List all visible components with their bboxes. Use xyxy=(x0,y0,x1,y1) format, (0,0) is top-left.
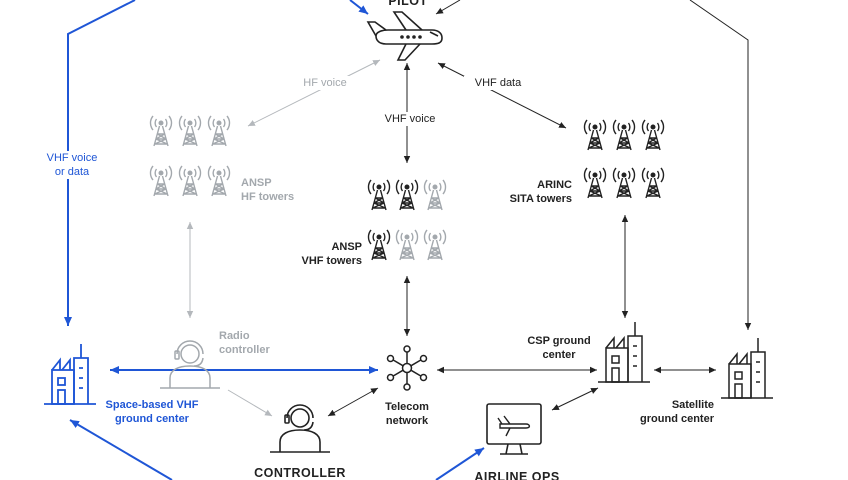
radio-tower-icon xyxy=(612,119,636,151)
radio-tower-icon xyxy=(178,165,202,197)
arinc-sita-towers-label: ARINC SITA towers xyxy=(509,179,572,205)
connector-pilot-hf xyxy=(247,59,381,127)
radio-tower-icon xyxy=(641,119,665,151)
connector-pilot-arinc xyxy=(437,62,567,129)
radio-tower-icon xyxy=(395,179,419,211)
building-icon xyxy=(43,343,97,405)
radio-tower-icon xyxy=(367,229,391,261)
radio-tower-icon xyxy=(207,115,231,147)
monitor-airplane-icon xyxy=(486,403,542,455)
telecom-network-label: Telecom network xyxy=(385,401,429,427)
connector-csp-airline xyxy=(551,387,599,411)
radio-tower-icon xyxy=(583,119,607,151)
pilot-label: PILOT xyxy=(388,0,428,8)
building-icon xyxy=(720,337,774,399)
radio-tower-icon xyxy=(583,167,607,199)
radio-tower-icon xyxy=(423,229,447,261)
space-vhf-ground-center-label: Space-based VHF ground center xyxy=(105,399,199,425)
radio-controller-label: Radio controller xyxy=(219,330,270,356)
hf-voice-label: HF voice xyxy=(292,76,358,90)
airline-ops-label: AIRLINE OPS xyxy=(474,470,560,480)
vhf-voice-or-data-label: VHF voice or data xyxy=(38,151,106,179)
person-headset-icon xyxy=(269,404,331,453)
csp-ground-center-label: CSP ground center xyxy=(527,335,591,361)
vhf-data-label: VHF data xyxy=(464,76,532,90)
radio-tower-icon xyxy=(641,167,665,199)
connector-top-right-to-pilot xyxy=(435,0,461,15)
radio-tower-icon xyxy=(207,165,231,197)
radio-tower-icon xyxy=(149,115,173,147)
hf-towers-group xyxy=(149,115,231,197)
arinc-towers-group xyxy=(583,119,665,199)
vhf-voice-label: VHF voice xyxy=(372,112,448,126)
satellite-ground-center-label: Satellite ground center xyxy=(640,399,714,425)
network-hub-icon xyxy=(386,345,428,391)
radio-tower-icon xyxy=(612,167,636,199)
controller-label: CONTROLLER xyxy=(254,466,346,480)
connector-blue-bottom-right xyxy=(435,447,485,480)
radio-tower-icon xyxy=(395,229,419,261)
radio-tower-icon xyxy=(367,179,391,211)
airplane-icon xyxy=(367,11,443,61)
radio-tower-icon xyxy=(423,179,447,211)
ansp-hf-towers-label: ANSP HF towers xyxy=(241,177,295,203)
radio-tower-icon xyxy=(178,115,202,147)
person-headset-icon xyxy=(159,340,221,389)
connector-blue-top-to-pilot xyxy=(64,0,136,326)
ansp-vhf-towers-label: ANSP VHF towers xyxy=(301,241,362,267)
connector-telecom-controller xyxy=(327,387,379,417)
radio-tower-icon xyxy=(149,165,173,197)
connector-blue-bottom-left xyxy=(69,419,173,480)
connector-blue-into-pilot xyxy=(349,0,369,15)
building-icon xyxy=(597,321,651,383)
connector-radio-controller xyxy=(227,389,273,417)
vhf-towers-group xyxy=(367,179,447,261)
connector-right-edge-to-satellite xyxy=(689,0,752,330)
